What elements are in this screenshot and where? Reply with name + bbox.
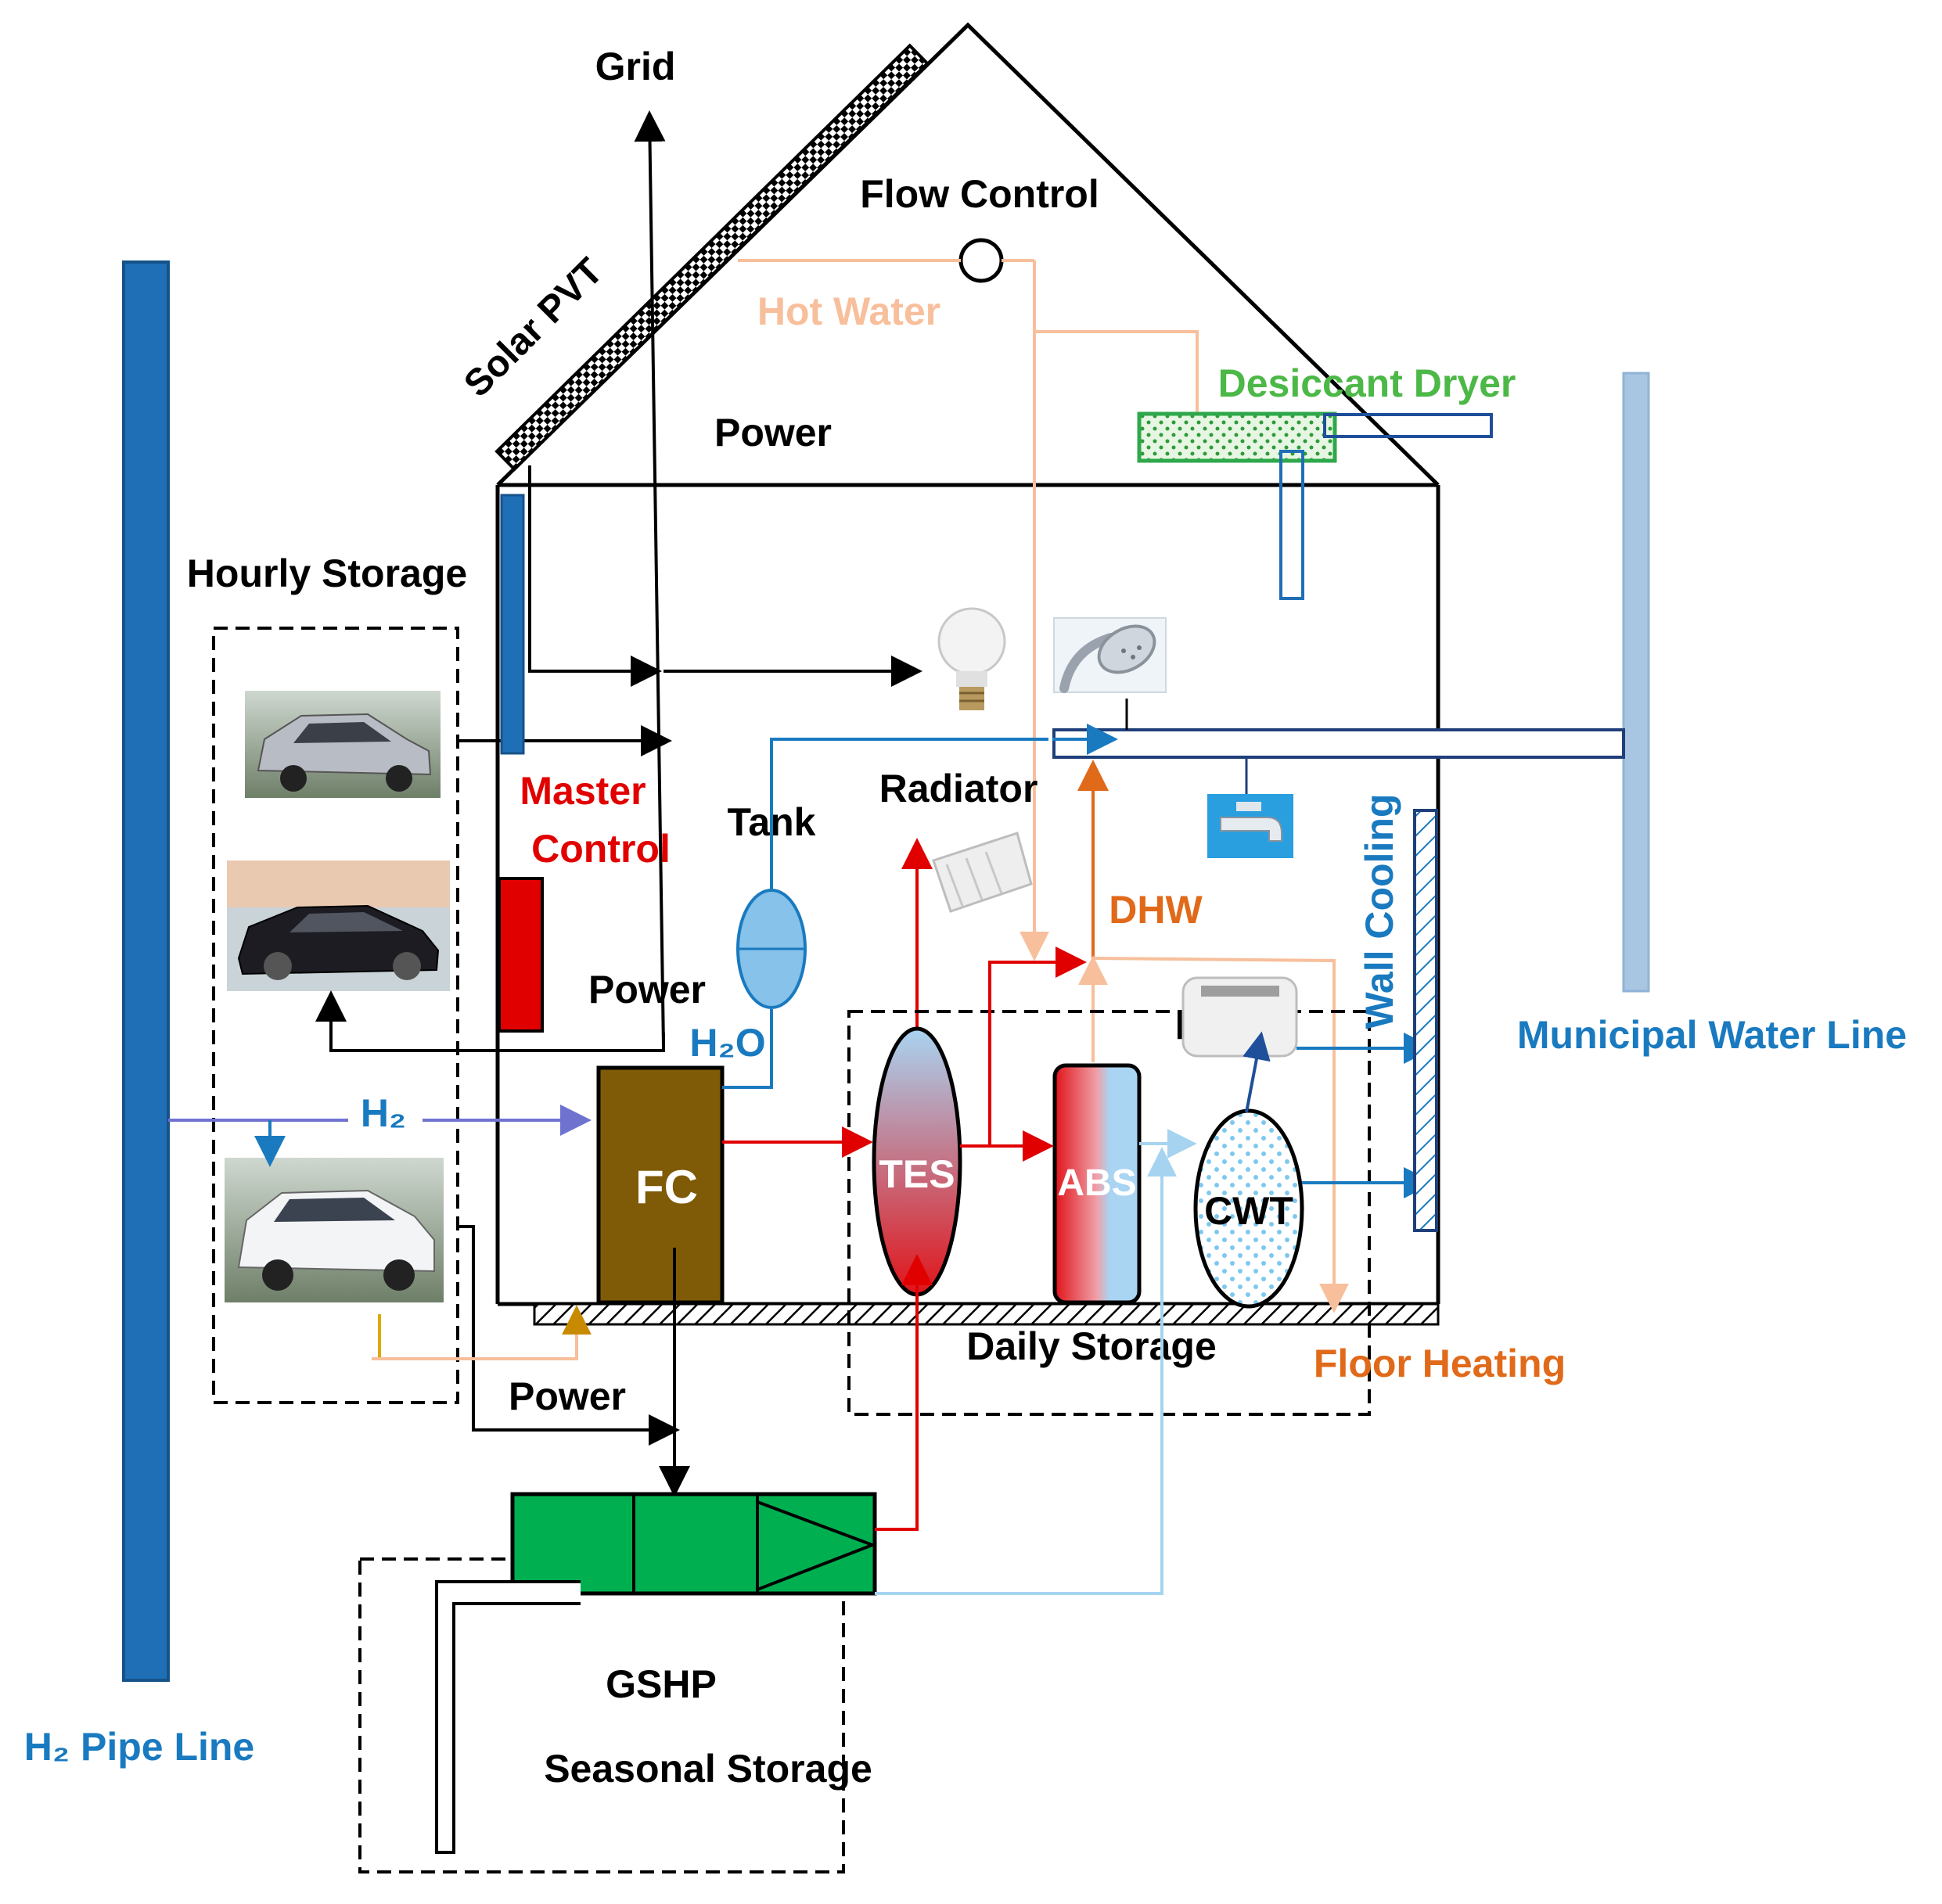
flow-control-valve <box>958 238 1004 283</box>
power-roof-label: Power <box>714 411 832 454</box>
shower-head-icon <box>1053 617 1167 693</box>
h2-label: H₂ <box>361 1091 406 1135</box>
master-control-unit <box>498 877 544 1033</box>
fc-to-car-power-line <box>315 990 665 1052</box>
dhw-label: DHW <box>1109 888 1203 932</box>
hourly-storage-label: Hourly Storage <box>187 551 467 595</box>
cwt-to-fancoil-line <box>1243 1031 1271 1113</box>
gshp-label: GSHP <box>606 1662 717 1706</box>
gshp-to-cwt-line <box>875 1147 1177 1595</box>
daily-storage-label: Daily Storage <box>966 1324 1217 1368</box>
cwt-label: CWT <box>1204 1189 1293 1233</box>
fan-coil-icon <box>1181 976 1298 1058</box>
car-icon <box>245 691 441 798</box>
tes-label: TES <box>879 1152 955 1196</box>
hourly-storage-box <box>212 627 459 1404</box>
solar-pvt-panel <box>494 43 930 472</box>
floor-slab <box>533 1302 1440 1326</box>
hot-water-line <box>738 259 1212 961</box>
light-bulb-icon <box>937 607 1006 710</box>
radiator-icon <box>932 832 1033 913</box>
pvt-feed-bar <box>500 494 525 755</box>
grid-line <box>634 110 666 1048</box>
h2o-label: H₂O <box>689 1021 765 1065</box>
radiator-label: Radiator <box>879 767 1038 810</box>
h2o-line <box>722 1009 773 1089</box>
flow-control-label: Flow Control <box>860 172 1099 216</box>
floor-heating-line <box>1092 957 1349 1313</box>
seasonal-storage-label: Seasonal Storage <box>544 1747 872 1791</box>
car-icon <box>227 860 450 991</box>
gshp-to-tes-line <box>875 1254 933 1531</box>
cwt-tank <box>1193 1108 1304 1309</box>
tes-to-dhw-line <box>988 947 1087 1146</box>
wall-cooling-panel <box>1413 809 1438 1232</box>
power-mid-label: Power <box>588 968 706 1011</box>
tank-to-supply-line <box>770 738 1048 890</box>
water-tap-icon <box>1207 794 1293 858</box>
pvt-power-line <box>528 465 662 687</box>
h2-pipe-line-label: H₂ Pipe Line <box>24 1725 254 1769</box>
gshp-unit <box>510 1492 877 1596</box>
h2-pipe-line <box>122 260 170 1682</box>
master-control-label-line2: Control <box>531 827 671 871</box>
master-control-label-line1: Master <box>520 769 646 813</box>
fuel-cell <box>596 1065 725 1305</box>
daily-storage-box <box>847 1010 1371 1416</box>
seasonal-storage-box <box>358 1557 845 1873</box>
floor-heating-label: Floor Heating <box>1314 1342 1566 1385</box>
ground-loop <box>435 1580 581 1854</box>
municipal-water-line-label: Municipal Water Line <box>1517 1013 1907 1057</box>
hot-water-label: Hot Water <box>757 289 940 333</box>
desiccant-dryer-label: Desiccant Dryer <box>1218 361 1516 405</box>
abs-chiller <box>1052 1063 1142 1305</box>
abs-label: ABS <box>1057 1162 1136 1204</box>
wall-cooling-label: Wall Cooling <box>1358 794 1401 1029</box>
power-low-label: Power <box>509 1374 626 1418</box>
dryer-duct-horizontal <box>1323 413 1493 438</box>
desiccant-dryer <box>1137 411 1337 463</box>
dryer-duct-vertical <box>1279 450 1304 600</box>
fuel-cell-label: FC <box>635 1161 698 1213</box>
municipal-water-pipe <box>1622 372 1650 993</box>
domestic-water-pipe <box>1052 728 1625 759</box>
car-icon <box>225 1158 444 1302</box>
car-to-gshp-power-line <box>458 1225 680 1446</box>
grid-label: Grid <box>595 45 676 88</box>
